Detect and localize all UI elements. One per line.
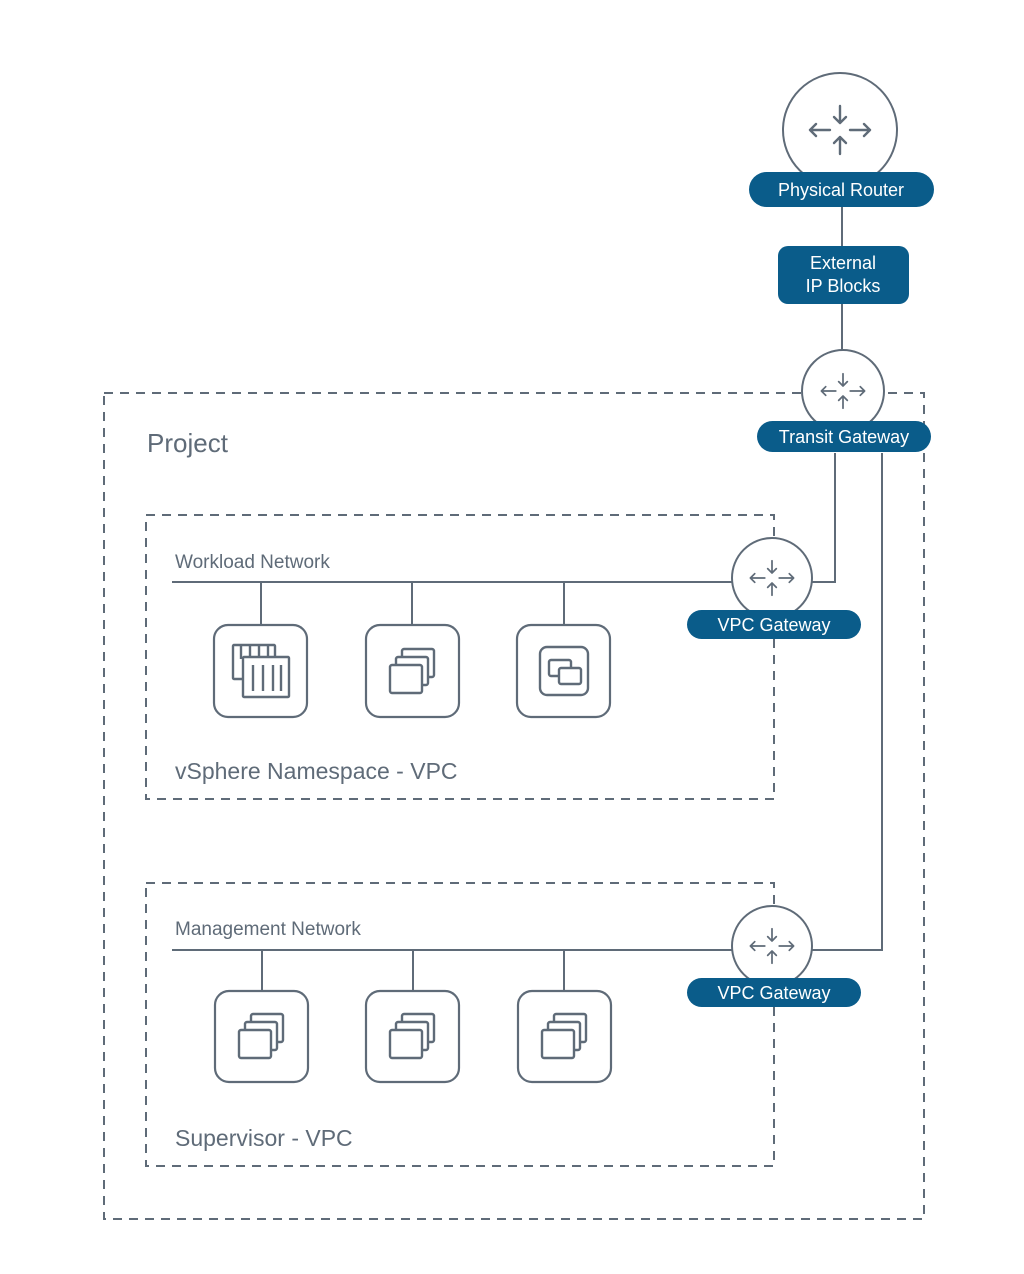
- project-label: Project: [147, 428, 229, 458]
- workload-node: [212, 623, 309, 719]
- external-ip-blocks-box: [778, 246, 909, 304]
- supervisor-node: [516, 989, 613, 1084]
- physical-router: Physical Router: [749, 72, 934, 207]
- external-ip-blocks: External IP Blocks: [778, 246, 909, 304]
- workload-vpc-gateway-pill: [687, 610, 861, 639]
- workload-vpc-boundary: [145, 514, 775, 800]
- physical-router-pill: [749, 172, 934, 207]
- workload-node: [515, 623, 612, 719]
- workload-vpc-gateway-circle: [731, 537, 813, 619]
- workload-vpc-gateway: VPC Gateway: [687, 537, 861, 639]
- external-ip-blocks-line2: IP Blocks: [806, 276, 881, 296]
- external-ip-blocks-line1: External: [810, 253, 876, 273]
- transit-gateway-pill: [757, 421, 931, 452]
- container-icon: [231, 643, 291, 699]
- supervisor-vpc-gateway-circle: [731, 905, 813, 987]
- connection-lines: [172, 206, 883, 991]
- project-boundary: [103, 392, 925, 1220]
- supervisor-node: [213, 989, 310, 1084]
- transit-gateway-label: Transit Gateway: [779, 427, 909, 447]
- supervisor-vpc-boundary: [145, 882, 775, 1167]
- supervisor-node: [364, 989, 461, 1084]
- transit-to-supervisor-gateway-link: [812, 453, 883, 951]
- vm-window-icon: [538, 645, 590, 697]
- supervisor-vpc-label: Supervisor - VPC: [175, 1125, 353, 1151]
- workload-vpc-label: vSphere Namespace - VPC: [175, 758, 458, 784]
- transit-to-workload-gateway-link: [812, 453, 836, 583]
- workload-network-label: Workload Network: [175, 552, 330, 573]
- workload-node: [364, 623, 461, 719]
- supervisor-nodes: [213, 989, 613, 1084]
- physical-router-label: Physical Router: [778, 180, 904, 200]
- physical-router-circle: [782, 72, 898, 188]
- management-network-label: Management Network: [175, 919, 361, 940]
- supervisor-vpc-gateway-label: VPC Gateway: [717, 983, 830, 1003]
- supervisor-vpc-gateway: VPC Gateway: [687, 905, 861, 1007]
- transit-gateway-circle: [801, 349, 885, 433]
- workload-vpc-gateway-label: VPC Gateway: [717, 615, 830, 635]
- transit-gateway: Transit Gateway: [757, 349, 931, 452]
- workload-nodes: [212, 623, 612, 719]
- supervisor-vpc-gateway-pill: [687, 978, 861, 1007]
